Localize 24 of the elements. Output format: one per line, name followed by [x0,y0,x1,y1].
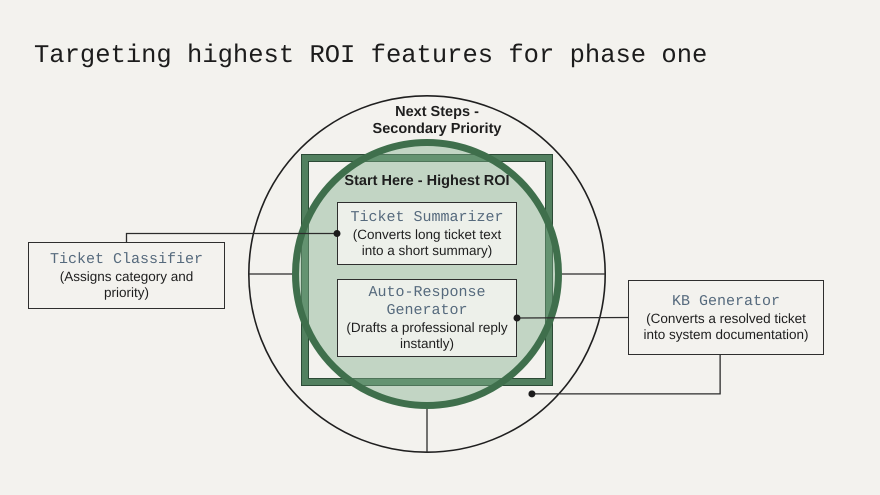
feature-title: Ticket Classifier [50,250,204,268]
feature-description: (Converts long ticket text into a short summary) [352,226,502,258]
leader-line [126,230,340,242]
square-frame [302,155,552,385]
zone-heading: Start Here - Highest ROI [344,173,510,190]
outer-circle [248,95,606,453]
filled-circle [292,139,562,409]
connector-line [562,273,606,275]
feature-title: Auto-Response Generator [367,284,487,320]
slide-title: Targeting highest ROI features for phase one [34,40,708,72]
connector-line [248,273,292,275]
feature-title: KB Generator [672,292,780,310]
feature-description: (Converts a resolved ticket into system documentation) [642,310,810,342]
feature-card [628,280,824,355]
leader-line [514,314,628,322]
feature-card [28,242,225,309]
leader-line [528,355,721,398]
zone-heading: Next Steps - Secondary Priority [372,104,502,138]
feature-card [337,202,517,265]
feature-title: Ticket Summarizer [350,208,504,226]
connector-line [426,409,428,453]
feature-description: (Assigns category and priority) [58,268,194,300]
feature-description: (Drafts a professional reply instantly) [345,320,509,352]
feature-card [337,279,517,357]
